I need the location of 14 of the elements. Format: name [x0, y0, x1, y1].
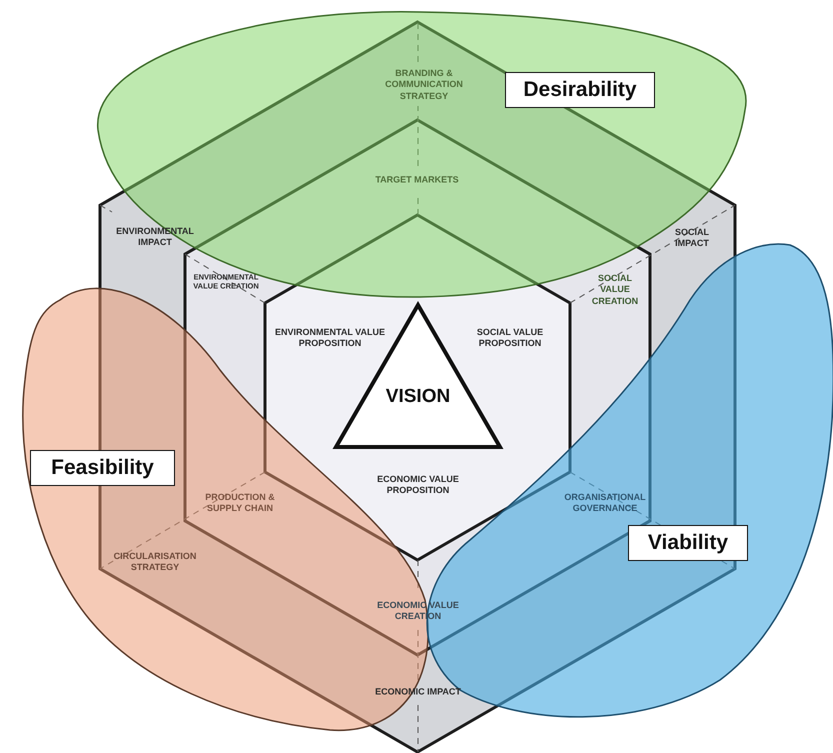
region-label: Feasibility: [30, 450, 175, 486]
segment-label: ORGANISATIONAL GOVERNANCE: [563, 492, 647, 514]
segment-label: ECONOMIC VALUE PROPOSITION: [376, 474, 460, 496]
segment-label: SOCIAL VALUE CREATION: [590, 273, 640, 307]
segment-label: SOCIAL VALUE PROPOSITION: [476, 326, 544, 350]
segment-label: ENVIRONMENTAL VALUE PROPOSITION: [275, 326, 385, 350]
segment-label: SOCIAL IMPACT: [674, 226, 710, 250]
segment-label: PRODUCTION & SUPPLY CHAIN: [204, 492, 276, 514]
vision-label: VISION: [386, 386, 450, 408]
segment-label: CIRCULARISATION STRATEGY: [112, 550, 198, 574]
segment-label: TARGET MARKETS: [374, 174, 460, 186]
region-label: Desirability: [505, 72, 655, 108]
segment-label: BRANDING & COMMUNICATION STRATEGY: [384, 68, 464, 102]
region-label: Viability: [628, 525, 748, 561]
